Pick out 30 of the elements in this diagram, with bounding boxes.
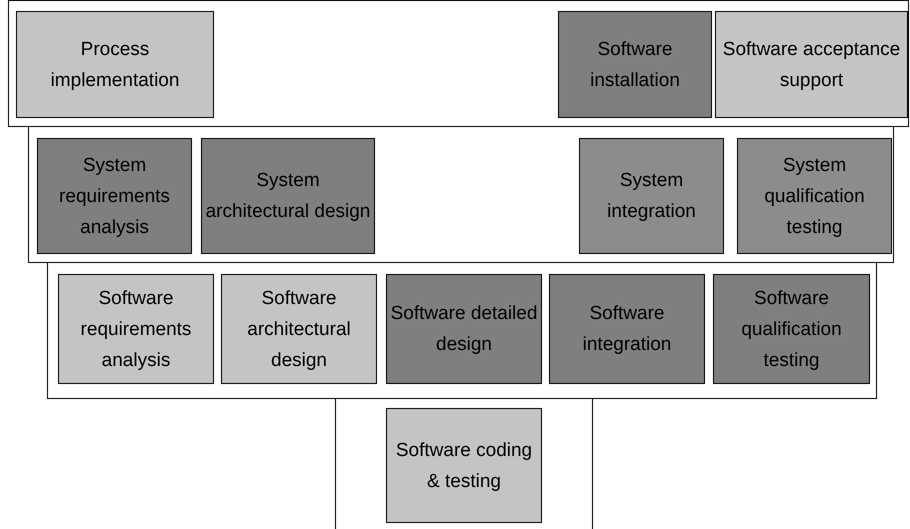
process-label: Software detailed design [390,302,538,357]
process-label: Software acceptance support [722,38,902,92]
process-label: Process implementation [50,38,180,92]
process-label: Software requirements analysis [80,286,192,372]
process-box [713,274,870,384]
process-label: System integration [606,169,697,224]
process-label: System qualification testing [763,154,866,240]
process-box [579,138,724,254]
process-label: Software coding & testing [394,438,534,494]
process-label: Software architectural design [246,286,352,372]
process-box [558,11,712,118]
process-box [58,274,214,384]
process-box [16,11,214,118]
process-label: Software installation [589,38,681,92]
level-band [335,398,593,529]
process-label: System architectural design [204,169,372,224]
level-band [47,262,877,399]
process-box [37,138,192,254]
process-label: Software integration [582,302,672,357]
level-band [8,0,909,127]
process-box [549,274,705,384]
process-box [715,11,908,118]
process-box [221,274,377,384]
level-band [28,126,894,263]
process-label: Software qualification testing [740,286,843,372]
process-box [737,138,892,254]
process-box [386,408,542,523]
process-box [201,138,375,254]
process-box [386,274,542,384]
process-label: System requirements analysis [58,154,171,240]
